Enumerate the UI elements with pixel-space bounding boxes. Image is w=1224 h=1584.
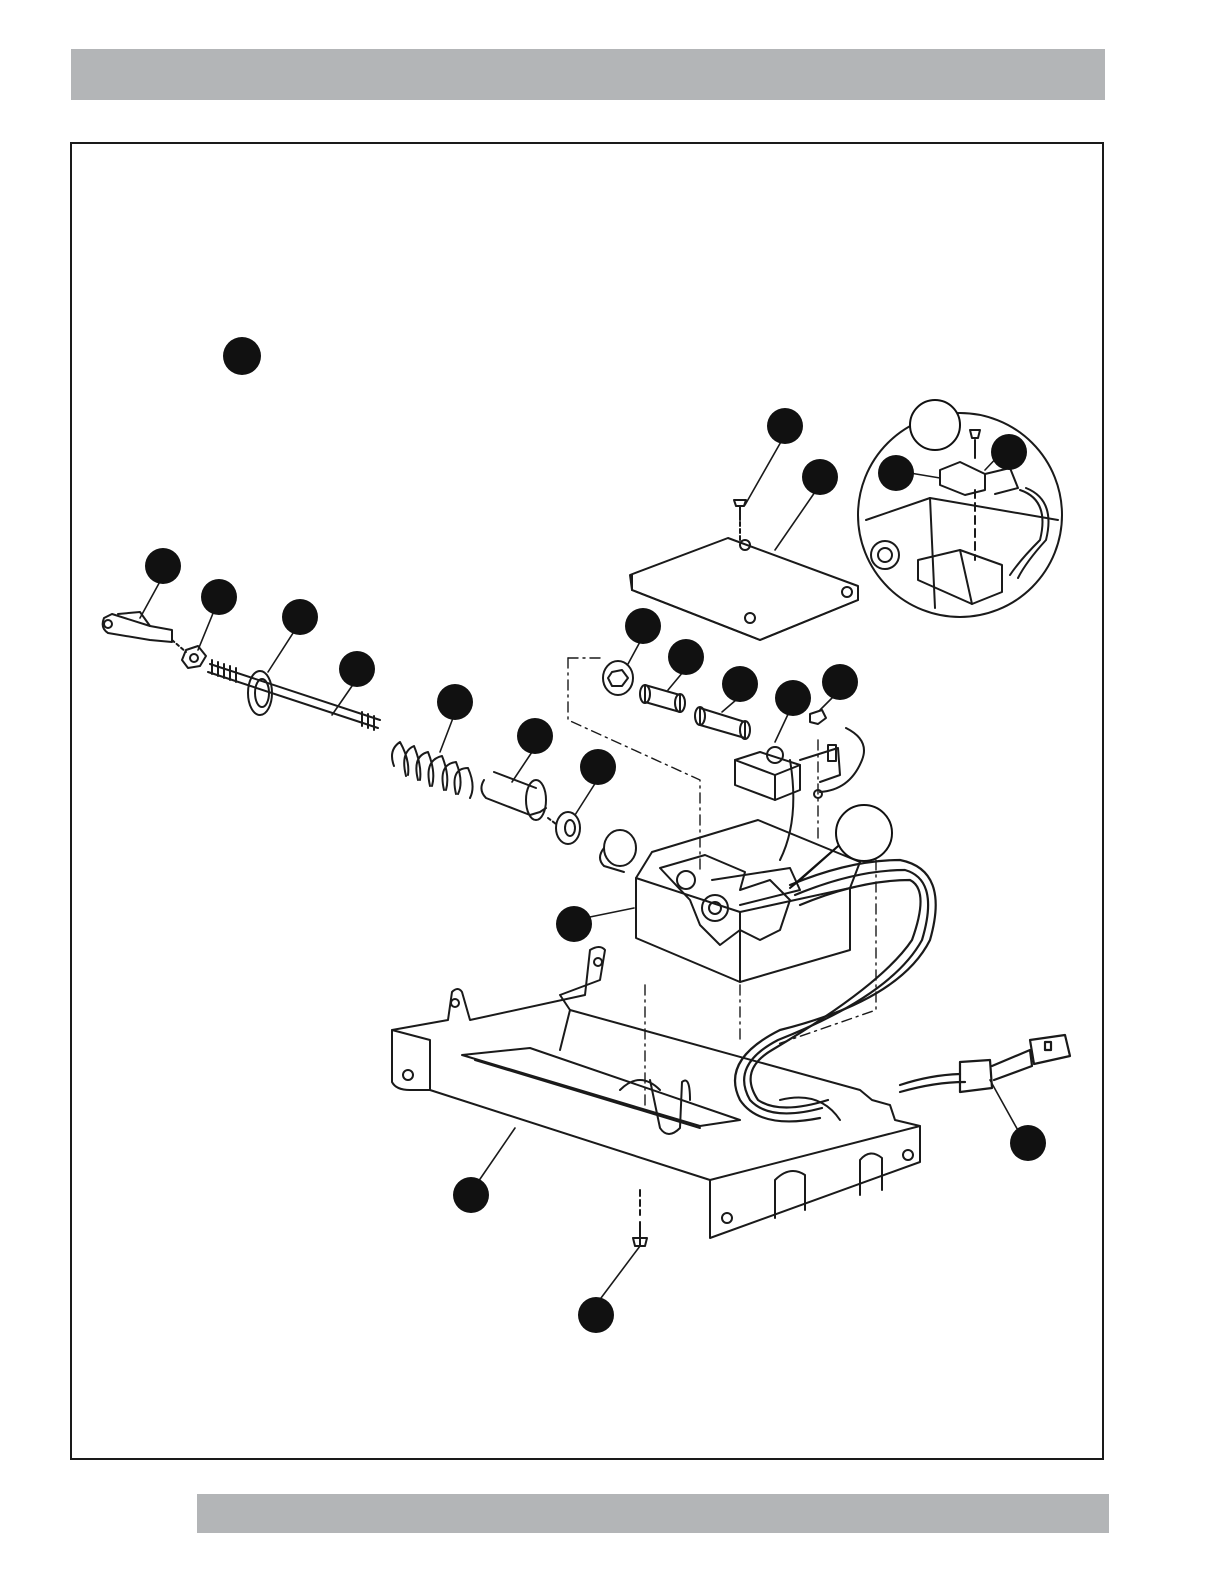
callout-spacer-long <box>722 666 758 702</box>
bushing-washer <box>556 812 580 844</box>
callout-plate-screw <box>578 1297 614 1333</box>
jam-nut <box>182 646 206 668</box>
callout-detail-screw <box>991 434 1027 470</box>
callout-mount-plate <box>453 1177 489 1213</box>
callout-spacer-short <box>668 639 704 675</box>
callout-lid <box>802 459 838 495</box>
callout-rod <box>339 651 375 687</box>
wire-harness <box>735 860 1070 1121</box>
lid-screw <box>734 500 746 540</box>
callout-switch-bracket <box>775 680 811 716</box>
callout-harness <box>1010 1125 1046 1161</box>
spacer-short <box>640 685 685 712</box>
detail-view <box>858 413 1062 617</box>
callout-bushing-washer <box>580 749 616 785</box>
callout-lid-screw <box>767 408 803 444</box>
callout-spacer-nut <box>625 608 661 644</box>
callout-boot-washer <box>282 599 318 635</box>
clevis <box>103 612 172 642</box>
footer-bar <box>197 1494 1109 1533</box>
spacer-nut <box>603 661 633 695</box>
plate-screw <box>633 1190 647 1246</box>
callout-detail-view <box>910 400 960 450</box>
callout-bracket-nut <box>822 664 858 700</box>
callout-legend-marker <box>223 337 261 375</box>
callout-jam-nut <box>201 579 237 615</box>
housing-lid <box>630 538 858 640</box>
callout-clevis <box>145 548 181 584</box>
callout-plunger <box>517 718 553 754</box>
callout-detail-switch <box>878 455 914 491</box>
compression-spring <box>392 742 473 798</box>
callout-housing <box>556 906 592 942</box>
switch-housing <box>636 820 860 982</box>
callout-spring <box>437 684 473 720</box>
callout-detail-ref <box>836 805 892 861</box>
rubber-grommet <box>600 830 636 872</box>
